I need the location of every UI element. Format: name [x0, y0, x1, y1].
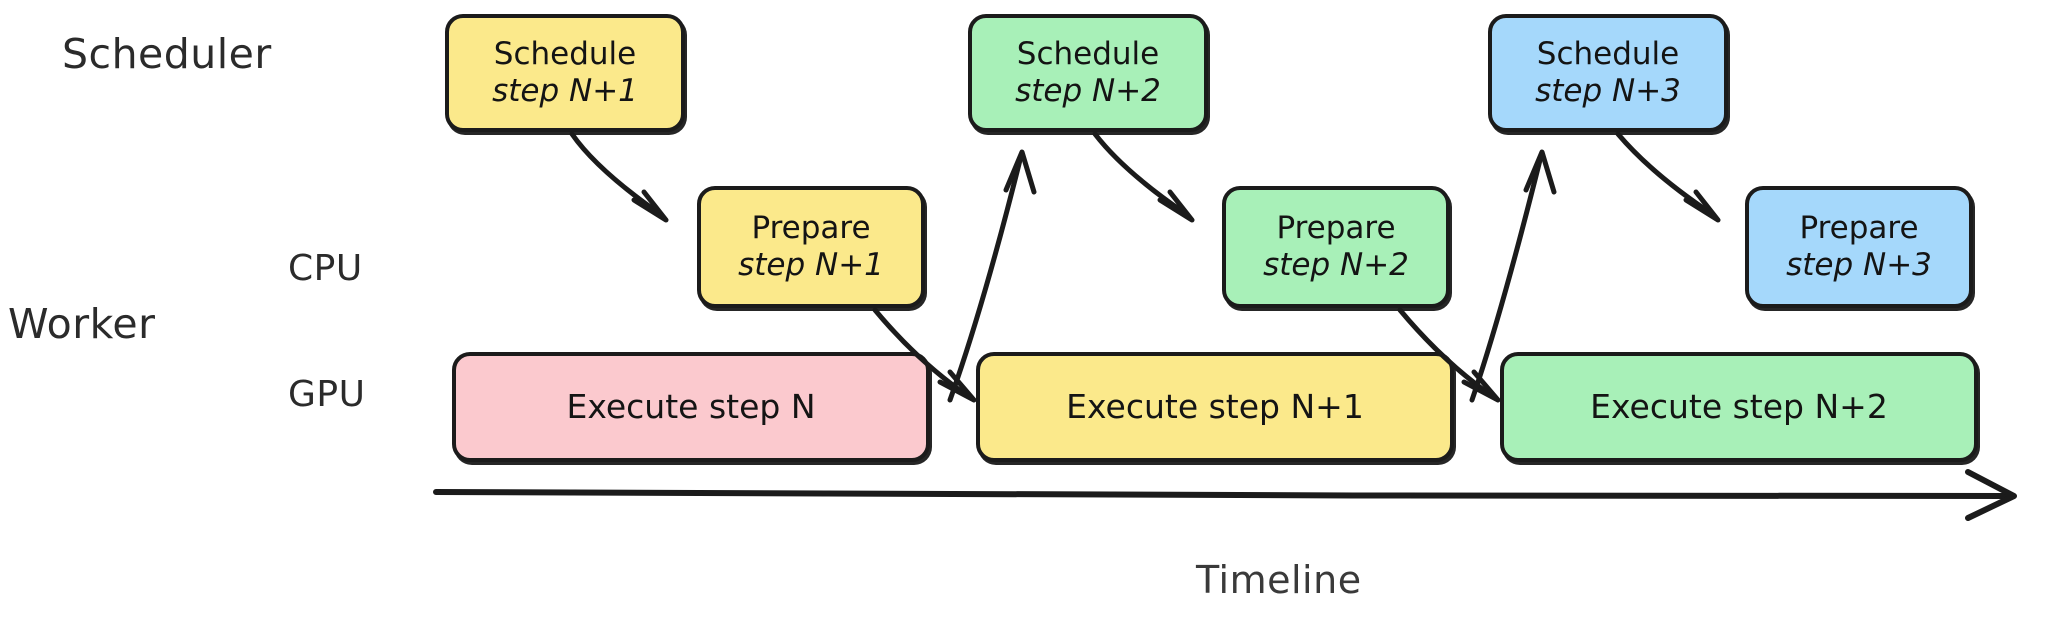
task-line-1: Execute step N+2	[1590, 386, 1888, 426]
task-line-1: Prepare	[751, 210, 871, 247]
timeline-axis	[433, 469, 2017, 521]
lane-label-worker: Worker	[8, 300, 156, 348]
arrow-schedule-n2-to-prepare-n2	[1092, 131, 1195, 223]
task-line-1: Execute step N	[566, 386, 816, 426]
task-line-1: Schedule	[1016, 36, 1160, 73]
task-box-execute-step-n[interactable]: Execute step N	[452, 352, 930, 462]
arrow-schedule-n1-to-prepare-n1	[569, 131, 669, 223]
task-box-schedule-step-n3[interactable]: Schedule step N+3	[1488, 14, 1728, 132]
timeline-axis-label: Timeline	[1196, 558, 1362, 602]
task-line-1: Execute step N+1	[1066, 386, 1364, 426]
task-line-2: step N+1	[492, 73, 638, 109]
task-box-schedule-step-n1[interactable]: Schedule step N+1	[445, 14, 685, 132]
task-line-2: step N+1	[738, 247, 884, 283]
lane-label-scheduler: Scheduler	[62, 30, 272, 78]
task-line-1: Prepare	[1276, 210, 1396, 247]
task-line-2: step N+3	[1535, 73, 1681, 109]
task-line-2: step N+2	[1015, 73, 1161, 109]
lane-label-cpu: CPU	[288, 248, 363, 289]
task-box-schedule-step-n2[interactable]: Schedule step N+2	[968, 14, 1208, 132]
task-line-1: Prepare	[1799, 210, 1919, 247]
task-box-execute-step-n1[interactable]: Execute step N+1	[976, 352, 1454, 462]
task-line-2: step N+2	[1263, 247, 1409, 283]
task-line-2: step N+3	[1786, 247, 1932, 283]
task-box-prepare-step-n3[interactable]: Prepare step N+3	[1745, 186, 1973, 308]
task-box-execute-step-n2[interactable]: Execute step N+2	[1500, 352, 1978, 462]
task-line-1: Schedule	[1536, 36, 1680, 73]
arrow-schedule-n3-to-prepare-n3	[1615, 131, 1721, 223]
task-box-prepare-step-n1[interactable]: Prepare step N+1	[697, 186, 925, 308]
task-line-1: Schedule	[493, 36, 637, 73]
task-box-prepare-step-n2[interactable]: Prepare step N+2	[1222, 186, 1450, 308]
lane-label-gpu: GPU	[288, 374, 366, 415]
